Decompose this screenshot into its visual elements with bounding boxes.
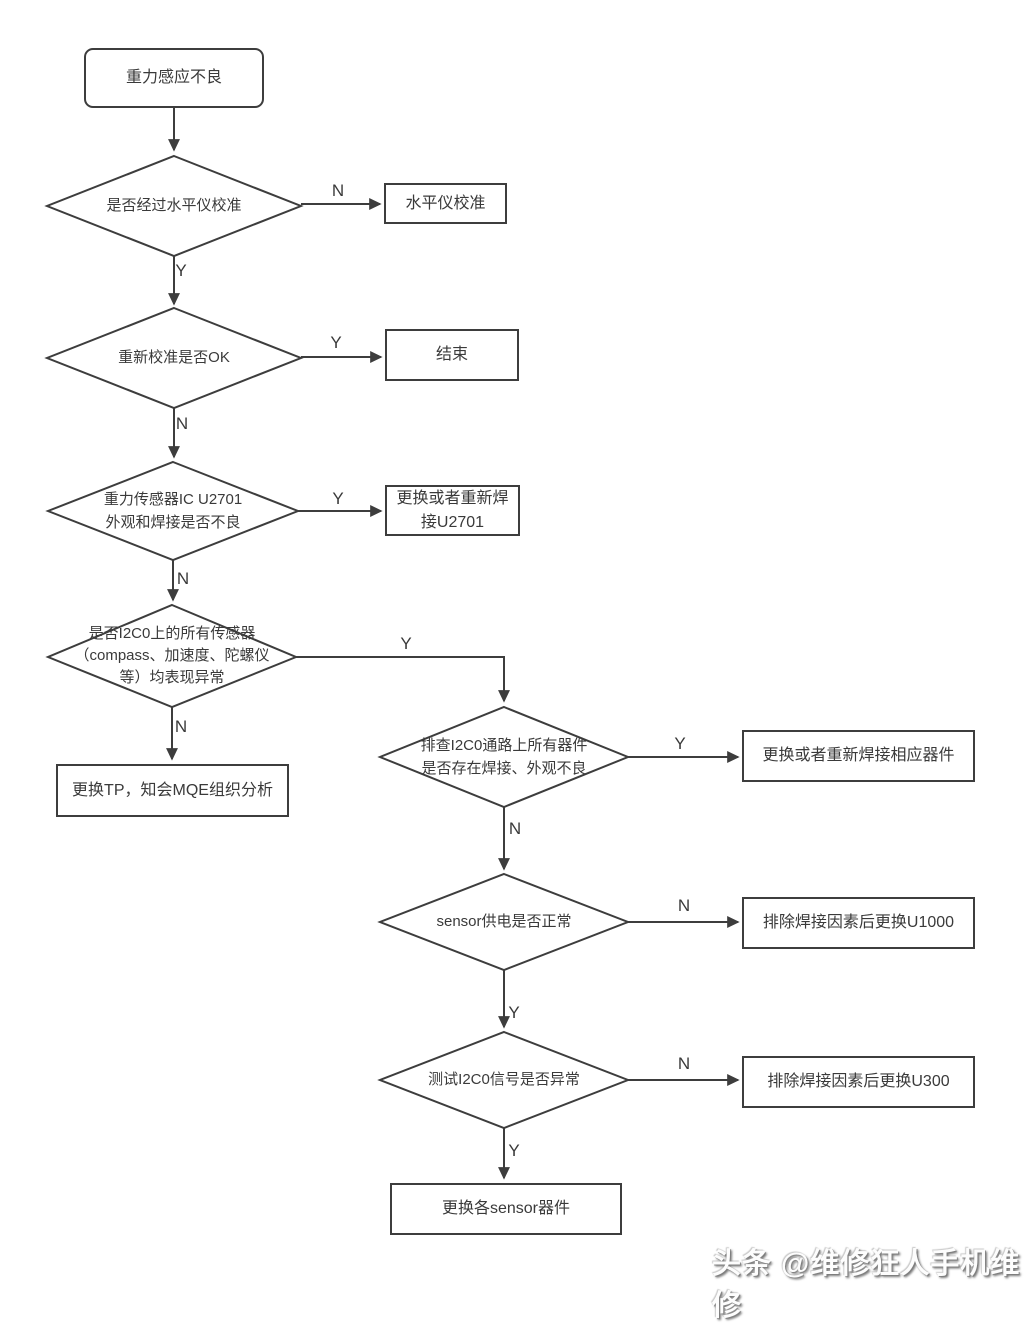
edge-label-d6-no: N xyxy=(677,896,691,915)
connector-layer xyxy=(44,108,740,1180)
edge-label-d3-yes: Y xyxy=(332,489,344,508)
process-resolder-u2701: 更换或者重新焊 接U2701 xyxy=(385,485,520,536)
edge-label-d4-no: N xyxy=(174,717,188,736)
process-replace-tp-mqe: 更换TP，知会MQE组织分析 xyxy=(56,764,289,817)
start-node: 重力感应不良 xyxy=(84,48,264,108)
edge-label-d5-no: N xyxy=(508,819,522,838)
process-replace-sensor-parts: 更换各sensor器件 xyxy=(390,1183,622,1235)
decision-recalibration-ok-shape xyxy=(44,306,304,410)
decision-sensor-power-ok-shape xyxy=(377,872,631,972)
edge-label-d5-yes: Y xyxy=(674,734,686,753)
edge-label-d3-no: N xyxy=(176,569,190,588)
flowchart-canvas: 重力感应不良 水平仪校准 结束 更换或者重新焊 接U2701 更换TP，知会MQ… xyxy=(44,48,1019,1322)
edge-label-d7-yes: Y xyxy=(508,1141,520,1160)
edge-label-d2-yes: Y xyxy=(330,333,342,352)
process-replace-u1000: 排除焊接因素后更换U1000 xyxy=(742,897,975,949)
edge-d4-yes-to-d5 xyxy=(296,656,510,703)
process-resolder-related-parts: 更换或者重新焊接相应器件 xyxy=(742,730,975,782)
watermark-text: 头条 @维修狂人手机维修 xyxy=(712,1248,1021,1322)
decision-u2701-appearance-solder-shape xyxy=(45,460,301,562)
process-replace-u300: 排除焊接因素后更换U300 xyxy=(742,1056,975,1108)
edge-label-d2-no: N xyxy=(175,414,189,433)
decision-level-calibration-done-shape xyxy=(44,154,304,258)
decision-all-i2c0-sensors-abnormal-shape xyxy=(45,603,299,709)
end-node: 结束 xyxy=(385,329,519,381)
decision-i2c0-signal-abnormal-shape xyxy=(377,1030,631,1130)
edge-label-d6-yes: Y xyxy=(508,1003,520,1022)
edge-label-d4-yes: Y xyxy=(400,634,412,653)
edge-label-d1-yes: Y xyxy=(175,261,187,280)
edge-label-d7-no: N xyxy=(677,1054,691,1073)
decision-i2c0-path-devices-defect-shape xyxy=(377,705,631,809)
process-level-calibration: 水平仪校准 xyxy=(384,183,507,224)
edge-label-d1-no: N xyxy=(331,181,345,200)
